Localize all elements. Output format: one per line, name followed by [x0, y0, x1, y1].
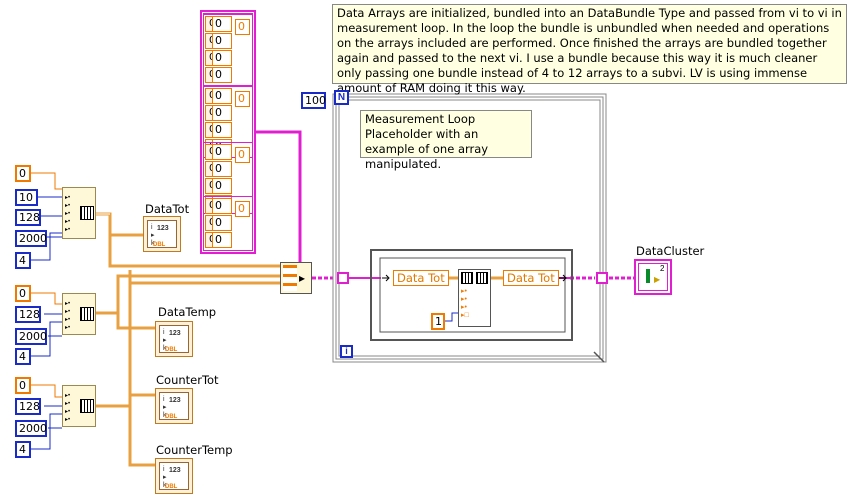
replace-value-constant[interactable]: 1	[431, 313, 445, 330]
array-icon	[476, 272, 488, 284]
loop-input-tunnel	[337, 272, 349, 284]
array-default-element[interactable]: 0	[235, 201, 250, 217]
g2-const-3[interactable]: 4	[15, 348, 31, 365]
g2-const-1[interactable]: 128	[15, 306, 41, 323]
g1-const-3[interactable]: 2000	[15, 230, 47, 247]
array-element[interactable]: 0	[212, 122, 232, 138]
array-default-element[interactable]: 0	[235, 147, 250, 163]
array-element[interactable]: 0	[212, 88, 232, 104]
cluster-block	[203, 196, 253, 251]
loop-output-tunnel	[596, 272, 608, 284]
array-icon	[80, 307, 94, 321]
g3-const-0[interactable]: 0	[15, 377, 31, 394]
label-data-cluster: DataCluster	[636, 244, 705, 258]
initialize-array-node-3[interactable]: ▸•▸•▸•▸•	[62, 385, 96, 427]
loop-iteration-terminal: i	[340, 345, 353, 358]
array-element[interactable]: 0	[212, 198, 232, 214]
i32-wires	[30, 196, 62, 450]
label-counter-temp: CounterTemp	[156, 443, 233, 457]
bundle-node[interactable]: ▸	[280, 262, 312, 294]
g1-const-0[interactable]: 0	[15, 165, 31, 182]
unbundle-data-tot[interactable]: Data Tot	[393, 270, 449, 286]
array-icon	[80, 399, 94, 413]
array-element[interactable]: 0	[212, 105, 232, 121]
initialize-array-node-2[interactable]: ▸•▸•▸•▸•	[62, 293, 96, 335]
g1-const-4[interactable]: 4	[15, 252, 31, 269]
array-default-element[interactable]: 0	[235, 19, 250, 35]
array-element[interactable]: 0	[212, 67, 232, 83]
initialize-array-node-1[interactable]: ▸•▸•▸•▸•▸•	[62, 187, 96, 239]
g1-const-2[interactable]: 128	[15, 209, 41, 226]
for-loop-frame	[332, 93, 607, 363]
loop-count-constant[interactable]: 100	[301, 92, 326, 109]
cluster-block	[203, 14, 253, 86]
inner-frame	[370, 249, 573, 341]
comment-top: Data Arrays are initialized, bundled int…	[332, 4, 847, 95]
array-icon	[461, 272, 473, 284]
cluster-wire-array	[256, 130, 302, 262]
label-data-tot: DataTot	[145, 202, 190, 216]
array-default-element[interactable]: 0	[235, 91, 250, 107]
label-counter-tot: CounterTot	[156, 373, 219, 387]
g3-const-3[interactable]: 4	[15, 441, 31, 458]
bundle-data-tot[interactable]: Data Tot	[503, 270, 559, 286]
indicator-data-cluster[interactable]: ▶ 2	[634, 259, 672, 295]
array-element[interactable]: 0	[212, 33, 232, 49]
label-data-temp: DataTemp	[158, 305, 217, 319]
array-element[interactable]: 0	[212, 178, 232, 194]
array-element[interactable]: 0	[212, 161, 232, 177]
array-wire-g2	[96, 274, 280, 330]
g1-const-1[interactable]: 10	[15, 189, 38, 206]
g2-const-0[interactable]: 0	[15, 285, 31, 302]
dbl-wires	[30, 172, 62, 398]
comment-loop: Measurement Loop Placeholder with an exa…	[360, 110, 532, 171]
loop-count-terminal: N	[334, 90, 349, 105]
g2-const-2[interactable]: 2000	[15, 328, 47, 345]
array-element[interactable]: 0	[212, 144, 232, 160]
g3-const-1[interactable]: 128	[15, 398, 41, 415]
g3-const-2[interactable]: 2000	[15, 420, 47, 437]
array-element[interactable]: 0	[212, 16, 232, 32]
array-element[interactable]: 0	[212, 232, 232, 248]
array-element[interactable]: 0	[212, 50, 232, 66]
array-icon	[80, 206, 94, 220]
array-element[interactable]: 0	[212, 215, 232, 231]
replace-array-subset-node[interactable]: ▸•▸•▸•▸□	[458, 269, 491, 327]
